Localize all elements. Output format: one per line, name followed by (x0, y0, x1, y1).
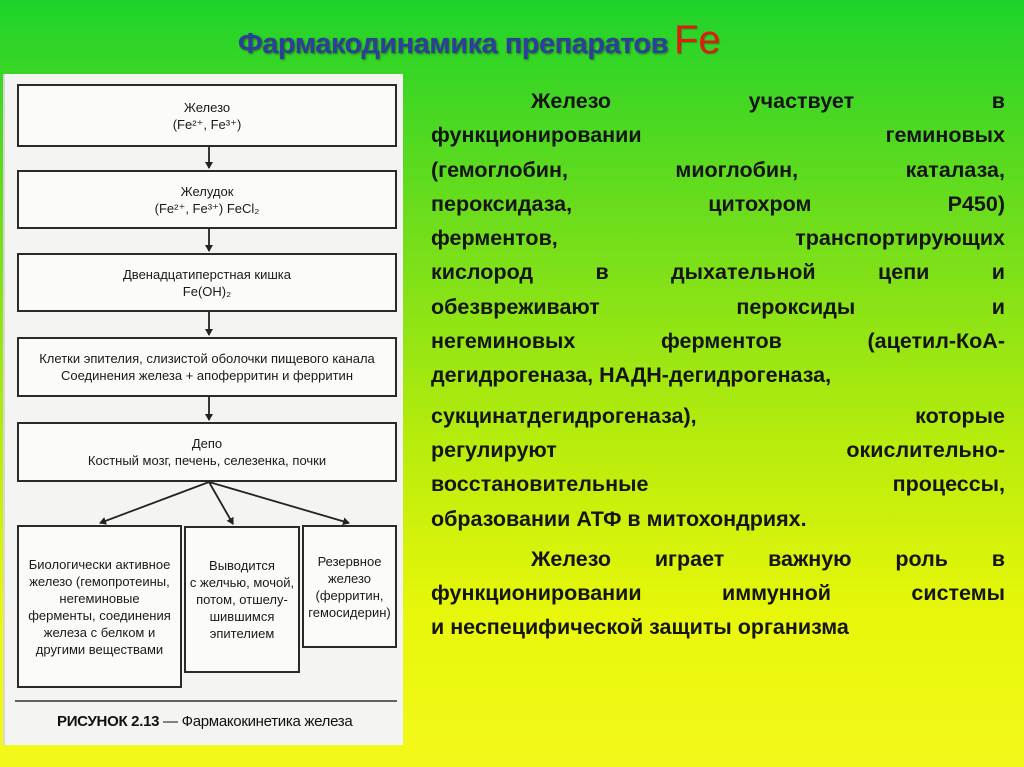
text-line: негеминовых ферментов (ацетил-КоА- (431, 329, 1005, 354)
text-line: пероксидаза, цитохром P450) (431, 191, 1005, 216)
box-active-iron: Биологически активное железо (гемопротеи… (17, 525, 182, 688)
box-reserve-iron: Резервное железо (ферритин, гемосидерин) (302, 525, 397, 648)
text-line: ферментов, транспортирующих (431, 226, 1005, 251)
box-excreted: Выводится с желчью, мочой, потом, отшелу… (184, 526, 300, 673)
text-line: восстановительные процессы, (431, 472, 1005, 497)
text-line: и неспецифической защиты организма (431, 615, 849, 640)
flow-arrows (15, 147, 397, 702)
text-line: регулируют окислительно- (431, 437, 1005, 462)
figure-caption-label: РИСУНОК 2.13 (57, 713, 160, 730)
pharmacokinetics-figure: Железо (Fe²⁺, Fe³⁺) Желудок (Fe²⁺, Fe³⁺)… (3, 74, 403, 745)
text-line: обезвреживают пероксиды и (431, 294, 1005, 319)
text-line: Железо участвует в (531, 89, 1005, 113)
figure-caption-text: — Фармакокинетика железа (163, 713, 353, 730)
box-iron: Железо (Fe²⁺, Fe³⁺) (17, 84, 397, 147)
slide-title-main: Фармакодинамика препаратов (238, 28, 668, 60)
text-line: образовании АТФ в митохондриях. (431, 506, 807, 531)
body-text: Железо участвует в функционировании геми… (431, 84, 1005, 645)
text-line: дегидрогеназа, НАДН-дегидрогеназа, (431, 363, 832, 388)
arrow-7 (208, 481, 350, 526)
box-epithelium: Клетки эпителия, слизистой оболочки пище… (17, 337, 397, 397)
box-duodenum: Двенадцатиперстная кишка Fe(OH)₂ (17, 253, 397, 312)
arrow-6 (208, 481, 234, 525)
text-line: функционировании геминовых (431, 123, 1005, 148)
text-line: (гемоглобин, миоглобин, каталаза, (431, 157, 1005, 182)
figure-caption: РИСУНОК 2.13 — Фармакокинетика железа (57, 713, 353, 730)
text-line: Железо играет важную роль в (531, 546, 1005, 571)
box-depot: Депо Костный мозг, печень, селезенка, по… (17, 422, 397, 482)
arrow-5 (99, 481, 210, 525)
box-stomach: Желудок (Fe²⁺, Fe³⁺) FeCl₂ (17, 170, 397, 229)
text-line: кислород в дыхательной цепи и (431, 260, 1005, 285)
slide-title-element: Fe (673, 18, 721, 62)
text-line: функционировании иммунной системы (431, 581, 1005, 606)
text-line: сукцинатдегидрогеназа), которые (431, 403, 1005, 428)
